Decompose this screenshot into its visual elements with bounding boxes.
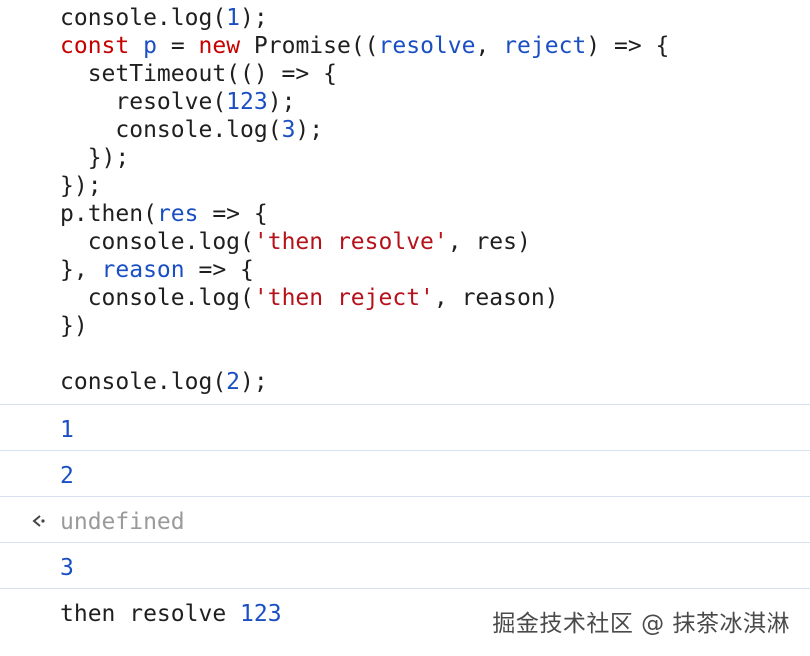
log-text: then resolve bbox=[60, 601, 241, 627]
code-token: resolve bbox=[378, 33, 476, 59]
code-editor[interactable]: console.log(1);const p = new Promise((re… bbox=[60, 4, 669, 396]
code-line: }); bbox=[60, 144, 669, 172]
code-token: ); bbox=[267, 89, 296, 115]
code-line: console.log(3); bbox=[60, 116, 669, 144]
code-token: ); bbox=[240, 369, 268, 395]
code-token: ); bbox=[240, 5, 268, 31]
code-token: const bbox=[60, 33, 130, 59]
code-token: = bbox=[156, 33, 199, 59]
code-token: }); bbox=[60, 173, 102, 199]
code-line: resolve(123); bbox=[60, 88, 669, 116]
code-token: }) bbox=[60, 313, 88, 339]
code-token: 'then reject' bbox=[253, 285, 434, 311]
watermark: 掘金技术社区 @ 抹茶冰淇淋 bbox=[492, 611, 790, 637]
code-token: res bbox=[156, 201, 199, 227]
code-token: p bbox=[143, 33, 157, 59]
console-output: 1 2 undefined 3 then resolve 123 bbox=[0, 404, 810, 634]
code-token: console.log( bbox=[60, 117, 282, 143]
code-token: , bbox=[475, 33, 504, 59]
code-token: , reason) bbox=[433, 285, 559, 311]
return-value: undefined bbox=[60, 509, 185, 535]
code-token: new bbox=[198, 33, 241, 59]
code-token: console.log( bbox=[60, 285, 254, 311]
code-token: setTimeout(() => { bbox=[60, 61, 337, 87]
code-line: }); bbox=[60, 172, 669, 200]
code-token: , res) bbox=[447, 229, 531, 255]
code-token bbox=[129, 33, 143, 59]
code-token: => { bbox=[184, 257, 254, 283]
console-row: 1 bbox=[0, 404, 810, 450]
code-token: 2 bbox=[226, 369, 241, 395]
code-token: }, bbox=[60, 257, 102, 283]
code-line: p.then(res => { bbox=[60, 200, 669, 228]
console-log-value: 2 bbox=[60, 463, 74, 489]
return-value-icon bbox=[32, 515, 45, 527]
code-token: 'then resolve' bbox=[253, 229, 448, 255]
code-line: const p = new Promise((resolve, reject) … bbox=[60, 32, 669, 60]
code-token: }); bbox=[60, 145, 130, 171]
code-line: console.log('then reject', reason) bbox=[60, 284, 669, 312]
code-token: reject bbox=[503, 33, 587, 59]
code-line: console.log('then resolve', res) bbox=[60, 228, 669, 256]
console-row: 3 bbox=[0, 542, 810, 588]
console-log-value: then resolve 123 bbox=[60, 600, 282, 628]
code-token: console.log( bbox=[60, 5, 227, 31]
code-line: }) bbox=[60, 312, 669, 340]
code-token: ) => { bbox=[586, 33, 670, 59]
console-row: 2 bbox=[0, 450, 810, 496]
console-log-value: 1 bbox=[60, 417, 74, 443]
code-token: 3 bbox=[281, 117, 296, 143]
log-number: 123 bbox=[240, 601, 282, 627]
code-token: Promise(( bbox=[240, 33, 379, 59]
code-token: reason bbox=[101, 257, 185, 283]
code-token: 1 bbox=[226, 5, 241, 31]
console-row: then resolve 123 bbox=[0, 588, 810, 634]
code-token: p.then( bbox=[60, 201, 157, 227]
code-token: ); bbox=[295, 117, 324, 143]
code-line: setTimeout(() => { bbox=[60, 60, 669, 88]
code-token: console.log( bbox=[60, 369, 227, 395]
code-line bbox=[60, 340, 669, 368]
console-row: undefined bbox=[0, 496, 810, 542]
console-log-value: 3 bbox=[60, 555, 74, 581]
code-line: console.log(1); bbox=[60, 4, 669, 32]
code-line: console.log(2); bbox=[60, 368, 669, 396]
code-token: resolve( bbox=[60, 89, 227, 115]
code-token: console.log( bbox=[60, 229, 254, 255]
code-line: }, reason => { bbox=[60, 256, 669, 284]
code-token: 123 bbox=[226, 89, 268, 115]
code-token: => { bbox=[198, 201, 268, 227]
